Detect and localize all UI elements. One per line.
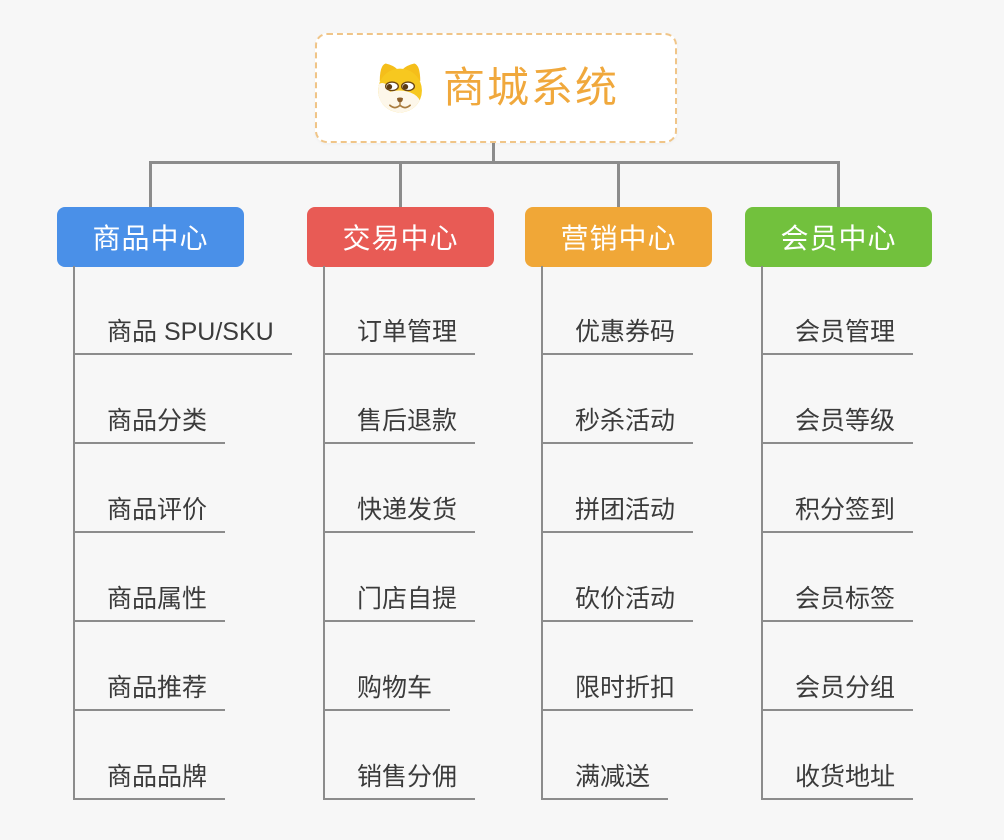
topic-node[interactable]: 积分签到 bbox=[763, 444, 914, 533]
topic-label: 商品评价 bbox=[75, 496, 226, 533]
branch-label: 商品中心 bbox=[92, 223, 209, 254]
topic-label: 拼团活动 bbox=[543, 496, 694, 533]
dog-face-icon bbox=[378, 63, 422, 113]
topic-label: 快递发货 bbox=[325, 496, 476, 533]
branch-node-marketing-center[interactable]: 营销中心 bbox=[525, 207, 712, 267]
topic-label: 会员分组 bbox=[763, 674, 914, 711]
root-node[interactable]: 商城系统 bbox=[315, 33, 677, 143]
connector-drop-marketing-center bbox=[617, 161, 620, 207]
topic-node[interactable]: 会员分组 bbox=[763, 622, 914, 711]
topic-label: 会员标签 bbox=[763, 585, 914, 622]
topic-node[interactable]: 销售分佣 bbox=[325, 711, 476, 800]
topic-node[interactable]: 会员管理 bbox=[763, 266, 914, 355]
topic-node[interactable]: 商品分类 bbox=[75, 355, 292, 444]
topic-node[interactable]: 快递发货 bbox=[325, 444, 476, 533]
topic-node[interactable]: 商品 SPU/SKU bbox=[75, 266, 292, 355]
topic-label: 商品 SPU/SKU bbox=[75, 318, 292, 355]
topic-node[interactable]: 购物车 bbox=[325, 622, 475, 711]
connector-drop-trade-center bbox=[399, 161, 402, 207]
topic-label: 门店自提 bbox=[325, 585, 476, 622]
topic-label: 秒杀活动 bbox=[543, 407, 694, 444]
topic-label: 购物车 bbox=[325, 674, 451, 711]
branch-node-product-center[interactable]: 商品中心 bbox=[57, 207, 244, 267]
topic-node[interactable]: 订单管理 bbox=[325, 266, 476, 355]
topic-label: 满减送 bbox=[543, 763, 669, 800]
topic-label: 限时折扣 bbox=[543, 674, 694, 711]
topic-node[interactable]: 门店自提 bbox=[325, 533, 476, 622]
branch-node-trade-center[interactable]: 交易中心 bbox=[307, 207, 494, 267]
connector-horizontal-bus bbox=[149, 161, 840, 164]
branch-node-member-center[interactable]: 会员中心 bbox=[745, 207, 932, 267]
topic-node[interactable]: 商品品牌 bbox=[75, 711, 292, 800]
topic-label: 会员管理 bbox=[763, 318, 914, 355]
topic-label: 商品推荐 bbox=[75, 674, 226, 711]
topic-label: 订单管理 bbox=[325, 318, 476, 355]
connector-drop-product-center bbox=[149, 161, 152, 207]
topic-node[interactable]: 限时折扣 bbox=[543, 622, 694, 711]
topic-label: 砍价活动 bbox=[543, 585, 694, 622]
topic-node[interactable]: 砍价活动 bbox=[543, 533, 694, 622]
branch-column-member-center: 会员管理 会员等级 积分签到 会员标签 会员分组 收货地址 bbox=[761, 266, 914, 800]
topic-label: 积分签到 bbox=[763, 496, 914, 533]
branch-column-marketing-center: 优惠券码 秒杀活动 拼团活动 砍价活动 限时折扣 满减送 bbox=[541, 266, 694, 800]
topic-node[interactable]: 秒杀活动 bbox=[543, 355, 694, 444]
topic-node[interactable]: 商品评价 bbox=[75, 444, 292, 533]
connector-drop-member-center bbox=[837, 161, 840, 207]
topic-label: 商品分类 bbox=[75, 407, 226, 444]
topic-label: 会员等级 bbox=[763, 407, 914, 444]
branch-label: 交易中心 bbox=[342, 223, 459, 254]
topic-label: 销售分佣 bbox=[325, 763, 476, 800]
topic-node[interactable]: 会员等级 bbox=[763, 355, 914, 444]
branch-column-product-center: 商品 SPU/SKU 商品分类 商品评价 商品属性 商品推荐 商品品牌 bbox=[73, 266, 292, 800]
topic-node[interactable]: 会员标签 bbox=[763, 533, 914, 622]
topic-label: 商品属性 bbox=[75, 585, 226, 622]
topic-node[interactable]: 商品属性 bbox=[75, 533, 292, 622]
branch-label: 营销中心 bbox=[560, 223, 677, 254]
connector-root-stem bbox=[492, 142, 495, 163]
topic-node[interactable]: 商品推荐 bbox=[75, 622, 292, 711]
topic-node[interactable]: 满减送 bbox=[543, 711, 693, 800]
topic-node[interactable]: 收货地址 bbox=[763, 711, 914, 800]
branch-label: 会员中心 bbox=[780, 223, 897, 254]
topic-label: 商品品牌 bbox=[75, 763, 226, 800]
root-title: 商城系统 bbox=[442, 64, 619, 111]
topic-node[interactable]: 优惠券码 bbox=[543, 266, 694, 355]
topic-label: 售后退款 bbox=[325, 407, 476, 444]
topic-label: 收货地址 bbox=[763, 763, 914, 800]
topic-label: 优惠券码 bbox=[543, 318, 694, 355]
topic-node[interactable]: 拼团活动 bbox=[543, 444, 694, 533]
topic-node[interactable]: 售后退款 bbox=[325, 355, 476, 444]
branch-column-trade-center: 订单管理 售后退款 快递发货 门店自提 购物车 销售分佣 bbox=[323, 266, 476, 800]
